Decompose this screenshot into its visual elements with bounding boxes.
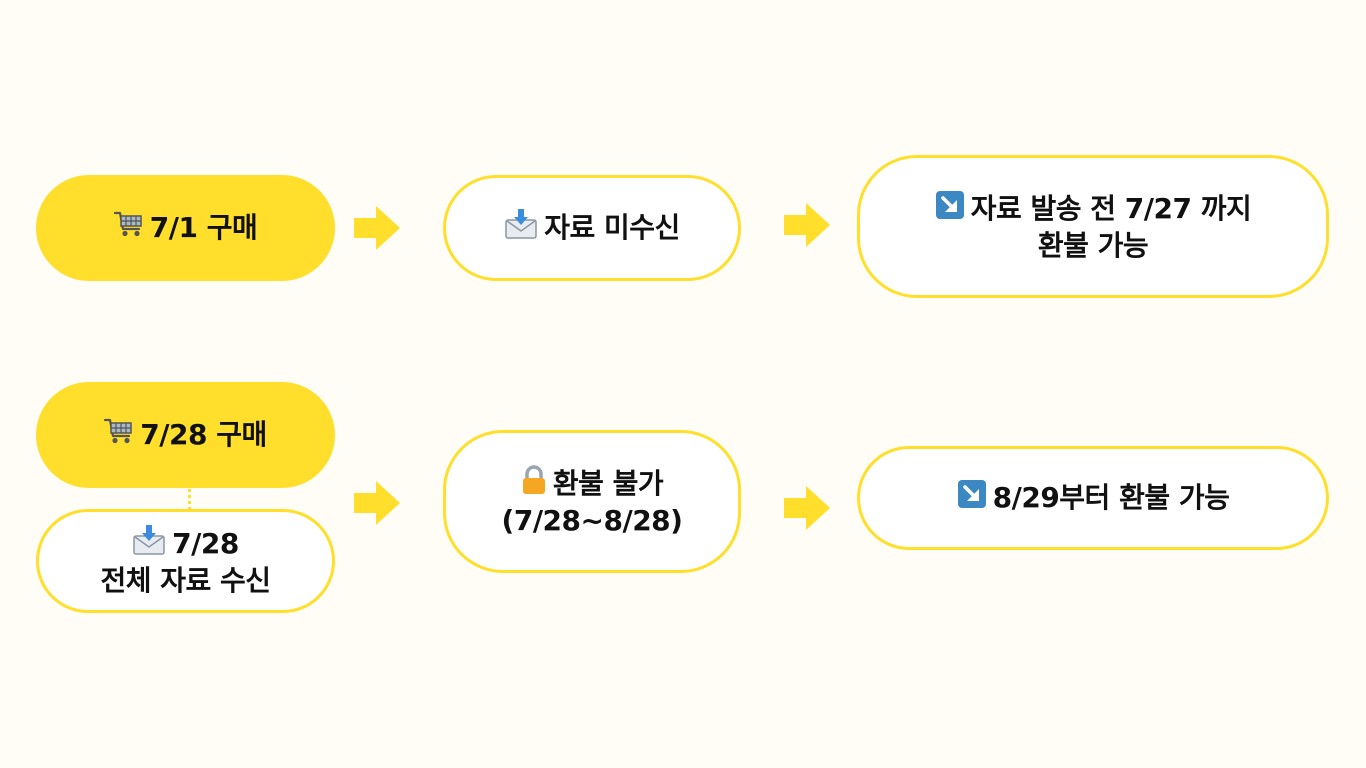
shopping-cart-icon: [113, 210, 144, 246]
refund-before-7-27-line2: 환불 가능: [1037, 228, 1149, 262]
right-arrow-icon: [354, 481, 400, 525]
refund-before-7-27-node: 자료 발송 전 7/27 까지 환불 가능: [857, 155, 1329, 298]
full-received-line1: 7/28: [172, 526, 239, 560]
right-arrow-icon: [354, 206, 400, 250]
full-received-node: 7/28 전체 자료 수신: [36, 509, 335, 613]
lock-icon: [521, 465, 547, 503]
not-received-node: 자료 미수신: [443, 175, 741, 281]
right-arrow-icon: [784, 203, 830, 247]
right-arrow-icon: [784, 486, 830, 530]
refund-from-8-29-label: 8/29부터 환불 가능: [992, 480, 1230, 514]
full-received-line2: 전체 자료 수신: [100, 564, 271, 597]
no-refund-node: 환불 불가 (7/28~8/28): [443, 430, 741, 573]
refund-before-7-27-line1: 자료 발송 전 7/27 까지: [970, 192, 1252, 226]
down-right-arrow-icon: [957, 479, 987, 517]
no-refund-line2: (7/28~8/28): [501, 503, 683, 537]
dotted-connector: [188, 489, 191, 510]
incoming-envelope-icon: [132, 524, 166, 564]
purchase-7-1-label: 7/1 구매: [149, 210, 258, 244]
purchase-7-28-node: 7/28 구매: [36, 382, 335, 488]
down-right-arrow-icon: [935, 190, 965, 228]
not-received-label: 자료 미수신: [544, 210, 680, 244]
purchase-7-28-label: 7/28 구매: [140, 417, 267, 451]
shopping-cart-icon: [104, 417, 134, 453]
no-refund-line1: 환불 불가: [552, 467, 664, 501]
incoming-envelope-icon: [504, 208, 538, 248]
purchase-7-1-node: 7/1 구매: [36, 175, 335, 281]
refund-from-8-29-node: 8/29부터 환불 가능: [857, 446, 1329, 550]
